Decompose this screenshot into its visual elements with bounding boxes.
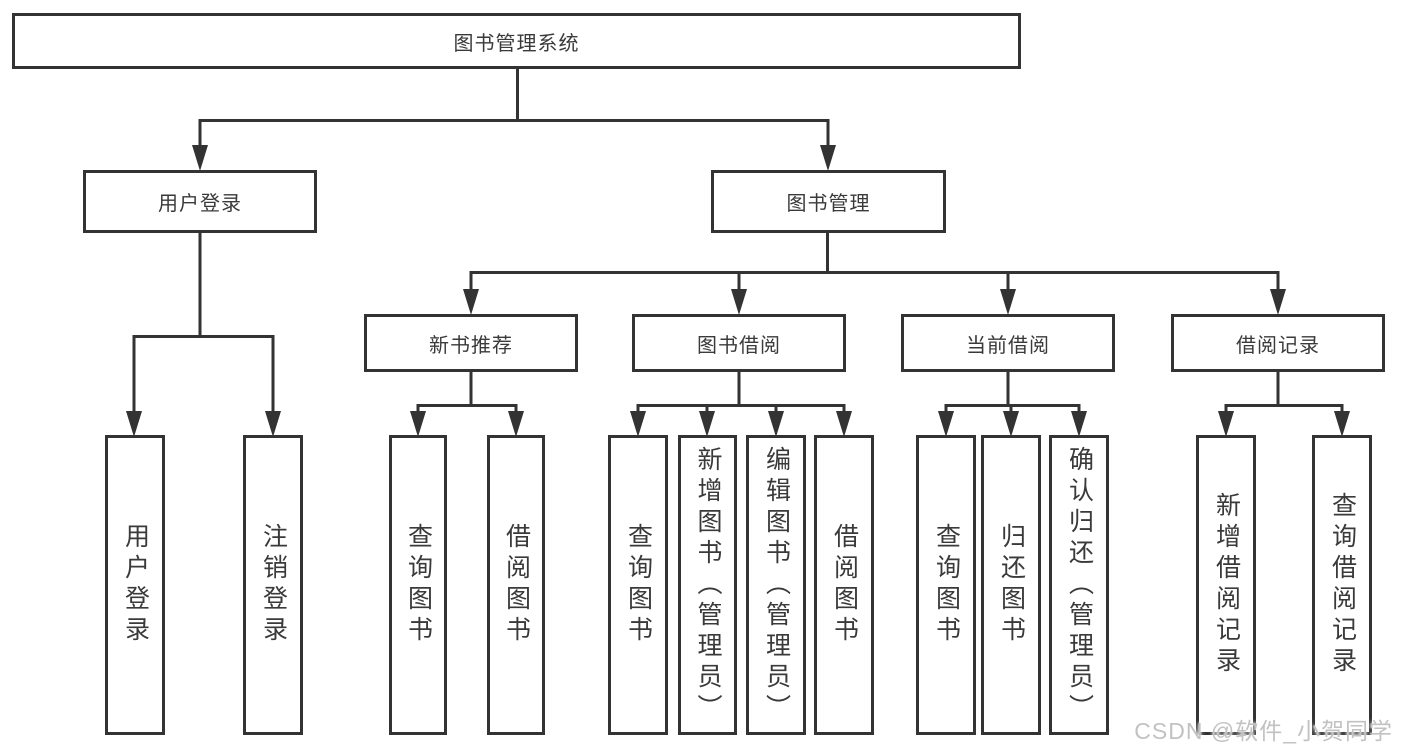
node-label: 借阅图书 [830, 523, 859, 647]
csdn-watermark: CSDN @软件_小贺同学 [1134, 718, 1393, 744]
leaf-logout: 注销登录 [243, 435, 303, 735]
leaf-edit-book-admin: 编辑图书（管理员） [746, 435, 806, 735]
node-label: 借阅记录 [1236, 334, 1320, 357]
arrow-down-icons [126, 145, 1350, 437]
node-label: 确认归还（管理员） [1065, 445, 1094, 725]
node-book-management: 图书管理 [711, 170, 946, 233]
node-book-borrow: 图书借阅 [632, 314, 846, 372]
connector-line-paths [132, 69, 1344, 415]
leaf-query-borrow-record: 查询借阅记录 [1312, 435, 1372, 735]
node-label: 编辑图书（管理员） [762, 445, 791, 725]
node-label: 用户登录 [158, 193, 242, 215]
node-label: 图书借阅 [697, 334, 781, 357]
leaf-query-books-recommend: 查询图书 [389, 435, 447, 735]
node-label: 新增图书（管理员） [694, 445, 722, 725]
node-label: 查询图书 [404, 523, 433, 647]
node-new-book-recommend: 新书推荐 [364, 314, 578, 372]
leaf-user-login: 用户登录 [105, 435, 165, 735]
node-label: 归还图书 [997, 523, 1026, 647]
node-borrow-records: 借阅记录 [1171, 314, 1385, 372]
node-label: 查询借阅记录 [1328, 492, 1357, 678]
node-label: 注销登录 [259, 523, 288, 647]
leaf-query-books-borrow: 查询图书 [608, 435, 668, 735]
node-label: 用户登录 [121, 523, 150, 647]
leaf-borrow-books: 借阅图书 [814, 435, 874, 735]
node-label: 查询图书 [932, 523, 961, 647]
leaf-return-book: 归还图书 [981, 435, 1041, 735]
node-label: 当前借阅 [966, 334, 1050, 357]
leaf-add-borrow-record: 新增借阅记录 [1196, 435, 1256, 735]
node-current-borrow: 当前借阅 [901, 314, 1115, 372]
node-label: 新增借阅记录 [1212, 492, 1241, 678]
leaf-borrow-books-recommend: 借阅图书 [487, 435, 545, 735]
leaf-add-book-admin: 新增图书（管理员） [678, 435, 737, 735]
leaf-confirm-return-admin: 确认归还（管理员） [1049, 435, 1109, 735]
node-label: 新书推荐 [429, 334, 513, 357]
node-label: 借阅图书 [502, 523, 531, 647]
node-user-login-branch: 用户登录 [83, 170, 317, 233]
node-label: 查询图书 [624, 523, 653, 647]
node-label: 图书管理 [786, 193, 871, 215]
leaf-query-books-current: 查询图书 [916, 435, 976, 735]
node-label: 图书管理系统 [453, 32, 580, 55]
node-root: 图书管理系统 [12, 13, 1021, 69]
